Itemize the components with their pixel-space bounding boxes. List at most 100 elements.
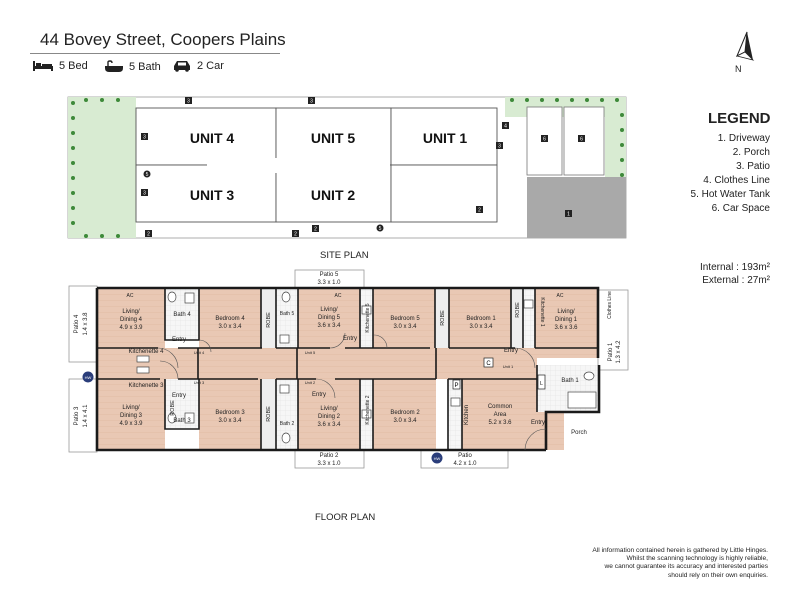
common-label: Common — [488, 404, 512, 410]
svg-text:3.0 x 3.4: 3.0 x 3.4 — [393, 418, 417, 424]
patio4-dim: 1.4 x 3.8 — [83, 312, 89, 336]
site-plan-label: SITE PLAN — [320, 250, 369, 261]
patio3-dim: 1.4 x 4.1 — [83, 404, 89, 428]
site-unit-2: UNIT 2 — [311, 187, 356, 203]
patio3-label: Patio 3 — [74, 406, 80, 425]
title-divider — [30, 53, 280, 54]
entry-label: Entry — [504, 348, 518, 354]
site-unit-1: UNIT 1 — [423, 130, 468, 146]
bath-fixtures — [136, 291, 597, 444]
driveway — [527, 177, 626, 238]
entry-label: Entry — [172, 337, 186, 343]
clothes-line-label: Clothes Line — [607, 291, 613, 319]
site-markers: 3 3 3 3 2 2 2 2 3 4 1 6 6 5 5 — [141, 97, 585, 238]
bed4-label: Bedroom 4 — [215, 316, 245, 322]
car-count: 2 Car — [172, 60, 224, 72]
legend-item-car-space: 6. Car Space — [711, 203, 770, 214]
bath5-label: Bath 5 — [280, 311, 295, 317]
svg-text:2: 2 — [147, 232, 150, 238]
entry-label: Entry — [343, 336, 357, 342]
entry-label: Entry — [312, 392, 326, 398]
disclaimer-line: All information contained herein is gath… — [592, 547, 768, 554]
garden-dots — [71, 98, 624, 238]
svg-text:5.2 x 3.6: 5.2 x 3.6 — [488, 420, 512, 426]
svg-text:Dining 2: Dining 2 — [318, 414, 341, 420]
patio1-label: Patio 1 — [608, 342, 614, 361]
svg-text:3.0 x 3.4: 3.0 x 3.4 — [469, 324, 493, 330]
laundry-marker: L — [540, 381, 543, 387]
svg-text:6: 6 — [543, 137, 546, 143]
svg-text:3.0 x 3.4: 3.0 x 3.4 — [218, 418, 242, 424]
living1-label: Living/ — [557, 309, 575, 315]
unit2-door-label: Unit 2 — [305, 380, 316, 385]
bath3-label: Bath 3 — [173, 418, 191, 424]
bath-label: 5 Bath — [129, 60, 161, 73]
svg-text:3.6 x 3.4: 3.6 x 3.4 — [317, 422, 341, 428]
svg-text:4: 4 — [504, 124, 507, 130]
patio2-dim: 3.3 x 1.0 — [317, 461, 341, 467]
bath2-label: Bath 2 — [280, 421, 295, 427]
disclaimer: All information contained herein is gath… — [528, 547, 768, 580]
patio5-dim: 3.3 x 1.0 — [317, 280, 341, 286]
living5-label: Living/ — [320, 307, 338, 313]
svg-text:3: 3 — [143, 135, 146, 141]
svg-text:Area: Area — [494, 412, 507, 418]
svg-text:Dining 5: Dining 5 — [318, 315, 341, 321]
svg-text:6: 6 — [580, 137, 583, 143]
cupboard-marker: C — [486, 361, 491, 367]
room-labels: Patio 5 3.3 x 1.0 Patio 2 3.3 x 1.0 Pati… — [74, 272, 622, 467]
hot-water-marker: HW — [434, 456, 441, 461]
ac-label: AC — [335, 293, 342, 299]
svg-text:3.0 x 3.4: 3.0 x 3.4 — [393, 324, 417, 330]
unit5-door-label: Unit 5 — [305, 350, 316, 355]
svg-text:4.9 x 3.9: 4.9 x 3.9 — [119, 421, 143, 427]
svg-text:3: 3 — [310, 99, 313, 105]
svg-text:3.6 x 3.6: 3.6 x 3.6 — [554, 325, 578, 331]
bathtub-icon — [105, 60, 123, 72]
north-arrow-icon: N — [735, 31, 755, 74]
property-address: 44 Bovey Street, Coopers Plains — [40, 30, 286, 49]
unit3-door-label: Unit 3 — [194, 380, 205, 385]
patio-dim: 4.2 x 1.0 — [453, 461, 477, 467]
pantry-marker: P — [454, 383, 458, 389]
svg-text:4.9 x 3.9: 4.9 x 3.9 — [119, 325, 143, 331]
living2-label: Living/ — [320, 406, 338, 412]
svg-text:3: 3 — [187, 99, 190, 105]
bed5-label: Bedroom 5 — [390, 316, 420, 322]
svg-text:Dining 3: Dining 3 — [120, 413, 143, 419]
legend-item-patio: 3. Patio — [736, 161, 770, 172]
entry-label: Entry — [531, 420, 545, 426]
legend-item-driveway: 1. Driveway — [717, 133, 770, 144]
legend-item-clothes-line: 4. Clothes Line — [703, 175, 770, 186]
bed3-label: Bedroom 3 — [215, 410, 245, 416]
disclaimer-line: Whilst the scanning technology is highly… — [626, 555, 768, 563]
legend-item-porch: 2. Porch — [732, 147, 770, 158]
kitchen-label: Kitchen — [464, 405, 470, 425]
bed-count: 5 Bed — [32, 60, 88, 72]
roof-ridge — [207, 158, 390, 173]
disclaimer-line: we cannot guarantee its accuracy and int… — [604, 563, 768, 571]
ac-label: AC — [557, 293, 564, 299]
interior-walls — [97, 288, 599, 450]
living3-label: Living/ — [122, 405, 140, 411]
ac-label: AC — [127, 293, 134, 299]
fixture-markers: HW HW P C L — [82, 357, 546, 464]
site-unit-5: UNIT 5 — [311, 130, 356, 146]
kitchenette1-label: Kitchenette 1 — [539, 297, 545, 326]
kitchenette3-label: Kitchenette 3 — [128, 383, 164, 389]
legend-item-hot-water: 5. Hot Water Tank — [690, 189, 770, 200]
robe-label: ROBE — [170, 400, 176, 416]
svg-text:Dining 1: Dining 1 — [555, 317, 578, 323]
floor-plan: Patio 5 3.3 x 1.0 Patio 2 3.3 x 1.0 Pati… — [68, 269, 629, 469]
svg-text:5: 5 — [146, 172, 149, 178]
svg-text:3: 3 — [143, 191, 146, 197]
svg-text:2: 2 — [314, 227, 317, 233]
svg-text:5: 5 — [379, 226, 382, 232]
site-plan: UNIT 4 UNIT 5 UNIT 1 UNIT 3 UNIT 2 3 3 3… — [67, 96, 627, 239]
legend-title: LEGEND — [708, 110, 771, 127]
svg-text:2: 2 — [478, 208, 481, 214]
svg-text:3.6 x 3.4: 3.6 x 3.4 — [317, 323, 341, 329]
door-swings — [157, 332, 547, 451]
robe-label: ROBE — [266, 406, 272, 422]
lawn-east-strip — [605, 117, 626, 177]
